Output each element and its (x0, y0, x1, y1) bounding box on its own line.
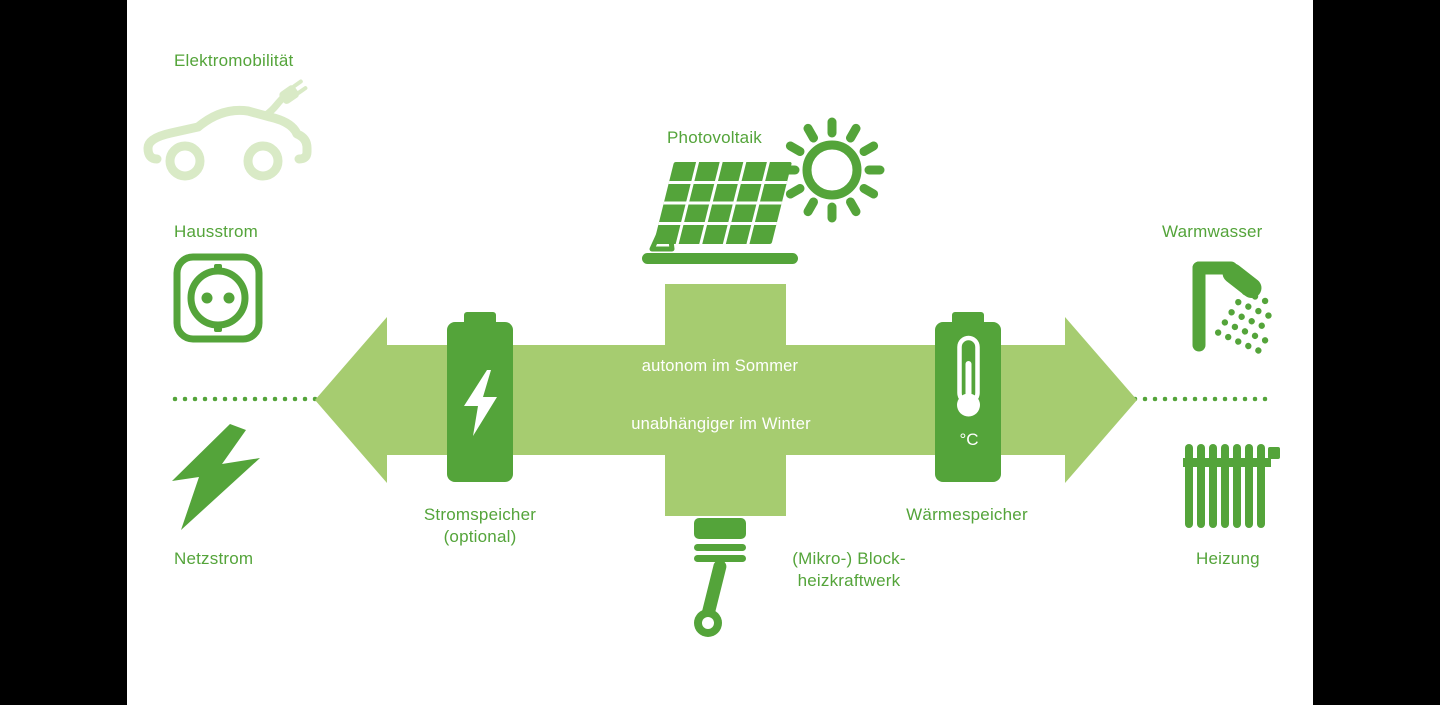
energy-flow-arrow (315, 284, 1137, 516)
label-hausstrom: Hausstrom (174, 222, 258, 241)
label-bhkw-line2: heizkraftwerk (797, 571, 901, 590)
label-warmwasser: Warmwasser (1162, 222, 1263, 241)
sun-icon (779, 117, 885, 223)
plug-icon (279, 79, 308, 104)
label-waermespeicher: Wärmespeicher (906, 505, 1028, 524)
label-netzstrom: Netzstrom (174, 549, 254, 568)
shower-icon (1192, 261, 1272, 354)
battery-storage-icon (447, 312, 513, 482)
thermal-storage-icon: °C (935, 312, 1001, 482)
radiator-icon (1183, 444, 1280, 528)
label-stromspeicher: Stromspeicher (423, 505, 537, 524)
piston-engine-icon (694, 518, 746, 637)
label-photovoltaik: Photovoltaik (667, 128, 763, 147)
celsius-label: °C (959, 430, 978, 449)
bolt-glyph (464, 370, 497, 436)
lightning-bolt-icon (172, 424, 260, 530)
electric-car-icon (143, 79, 312, 181)
arrow-text-summer: autonom im Sommer (641, 357, 799, 375)
label-stromspeicher-optional: (optional) (443, 527, 517, 546)
power-socket-icon (173, 253, 263, 343)
label-bhkw-line1: (Mikro-) Block- (792, 549, 906, 568)
arrow-text-winter: unabhängiger im Winter (631, 415, 811, 433)
label-heizung: Heizung (1196, 549, 1260, 568)
solar-panel-icon (642, 162, 798, 264)
label-elektromobilitaet: Elektromobilität (174, 51, 294, 70)
water-drops (1214, 288, 1272, 354)
